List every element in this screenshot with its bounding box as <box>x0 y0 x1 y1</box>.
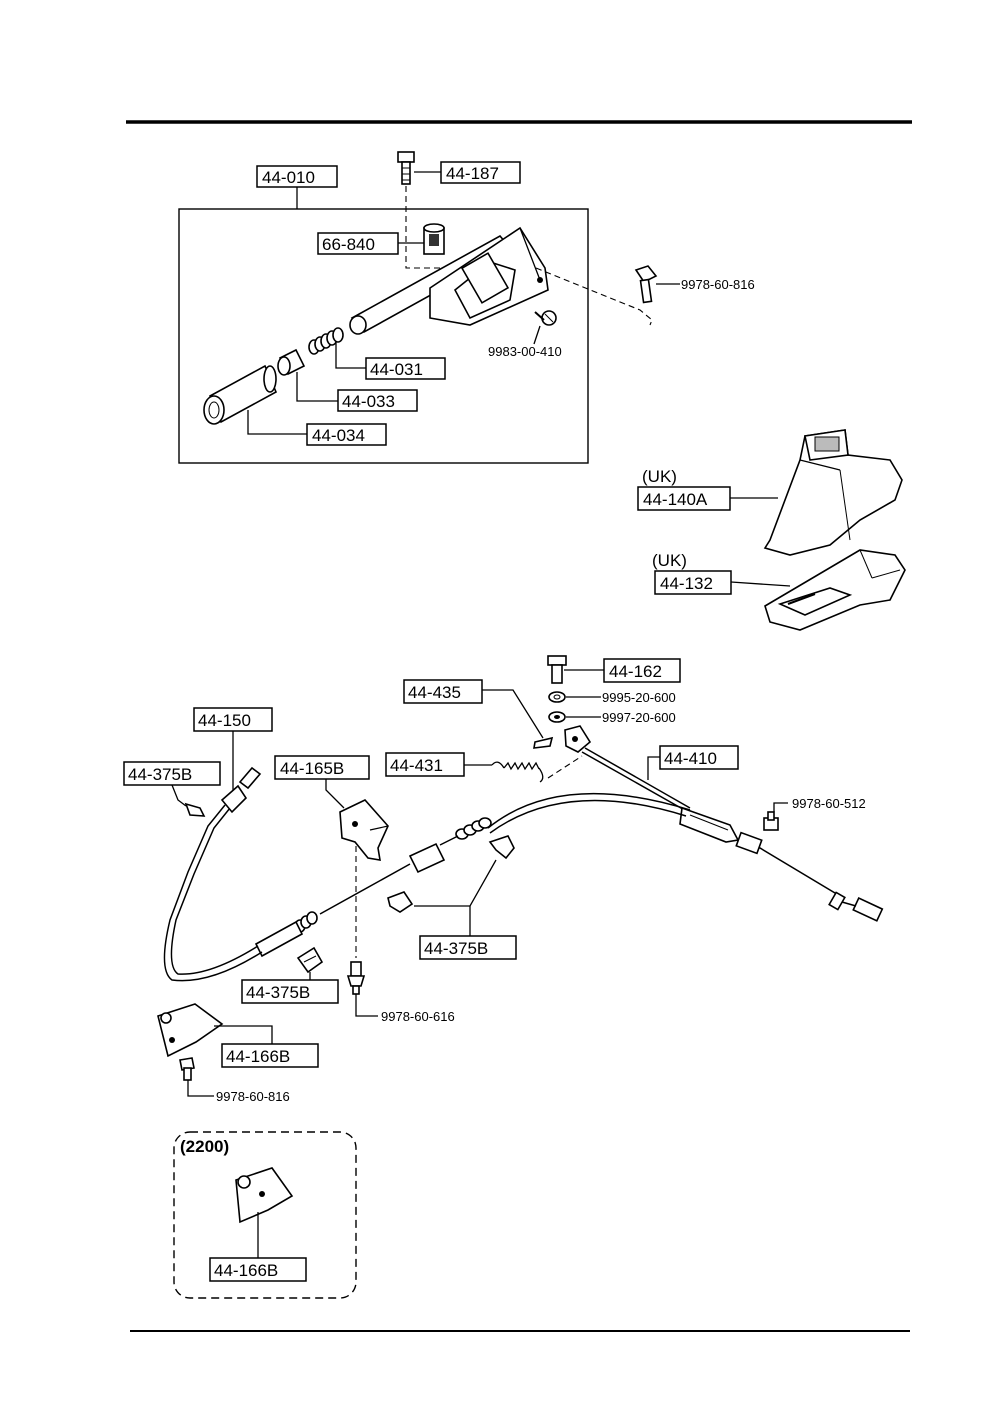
variant-2200-frame <box>173 1131 357 1299</box>
clip-44-375B-center-b <box>387 891 414 913</box>
bracket-44-166B-variant <box>235 1167 294 1224</box>
front-cable-upper <box>584 747 691 809</box>
left-cable-connector <box>254 911 318 958</box>
label-9983-00-410: 9983-00-410 <box>488 344 562 359</box>
label-uk-boot: (UK) <box>652 551 687 570</box>
bracket-44-166B-lower <box>157 1003 224 1058</box>
boot-44-132 <box>764 549 906 631</box>
label-44-410: 44-410 <box>664 749 717 768</box>
label-44-375B-left: 44-375B <box>128 765 192 784</box>
lever-assembly-frame <box>178 208 589 464</box>
label-44-132: 44-132 <box>660 574 713 593</box>
cable-guide <box>408 842 446 874</box>
cover-44-140A <box>763 429 903 556</box>
clip-44-375B-lower <box>296 946 324 974</box>
label-44-165B: 44-165B <box>280 759 344 778</box>
label-44-162: 44-162 <box>609 662 662 681</box>
pin-44-435 <box>533 736 554 749</box>
collar-44-033 <box>277 348 306 376</box>
label-44-166B-variant: 44-166B <box>214 1261 278 1280</box>
bolt-44-187 <box>397 151 415 185</box>
right-cable-end <box>735 831 884 922</box>
cable-adjuster <box>439 817 492 846</box>
grip-44-034 <box>203 364 278 425</box>
label-9997-20-600: 9997-20-600 <box>602 710 676 725</box>
label-44-033: 44-033 <box>342 392 395 411</box>
lever-body <box>349 226 549 335</box>
spring-44-431 <box>491 761 544 783</box>
rear-cable-end <box>220 766 262 814</box>
clip-44-375B-left <box>184 802 206 817</box>
label-9978-60-816-lower: 9978-60-816 <box>216 1089 290 1104</box>
screw-9983-00-410 <box>534 310 557 326</box>
label-44-187: 44-187 <box>446 164 499 183</box>
label-44-435: 44-435 <box>408 683 461 702</box>
label-44-034: 44-034 <box>312 426 365 445</box>
cable-arc-upper <box>487 792 691 829</box>
label-66-840: 66-840 <box>322 235 375 254</box>
equalizer <box>679 806 740 843</box>
label-uk-cover: (UK) <box>642 467 677 486</box>
label-44-431: 44-431 <box>390 756 443 775</box>
insert-66-840 <box>423 223 445 255</box>
label-44-010: 44-010 <box>262 168 315 187</box>
label-44-375B-lower: 44-375B <box>246 983 310 1002</box>
bolt-9978-60-512 <box>763 811 779 831</box>
bolt-9978-60-816-lower <box>179 1057 195 1081</box>
label-2200: (2200) <box>180 1137 229 1156</box>
label-44-031: 44-031 <box>370 360 423 379</box>
label-9978-60-616: 9978-60-616 <box>381 1009 455 1024</box>
clip-44-375B-center-a <box>488 835 515 860</box>
label-44-375B-center: 44-375B <box>424 939 488 958</box>
rear-cable-loop <box>163 804 263 982</box>
bracket-44-165B <box>339 799 389 861</box>
spring-44-031 <box>308 327 344 355</box>
label-44-140A: 44-140A <box>643 490 708 509</box>
label-9978-60-512: 9978-60-512 <box>792 796 866 811</box>
label-9995-20-600: 9995-20-600 <box>602 690 676 705</box>
bolt-9978-60-816-upper <box>634 265 658 304</box>
label-44-166B-lower: 44-166B <box>226 1047 290 1066</box>
bolt-9978-60-616 <box>346 961 366 995</box>
cable-end-bracket <box>564 725 592 753</box>
center-cable <box>319 863 411 915</box>
bolt-44-162 <box>547 655 567 684</box>
label-44-150: 44-150 <box>198 711 251 730</box>
label-9978-60-816-upper: 9978-60-816 <box>681 277 755 292</box>
